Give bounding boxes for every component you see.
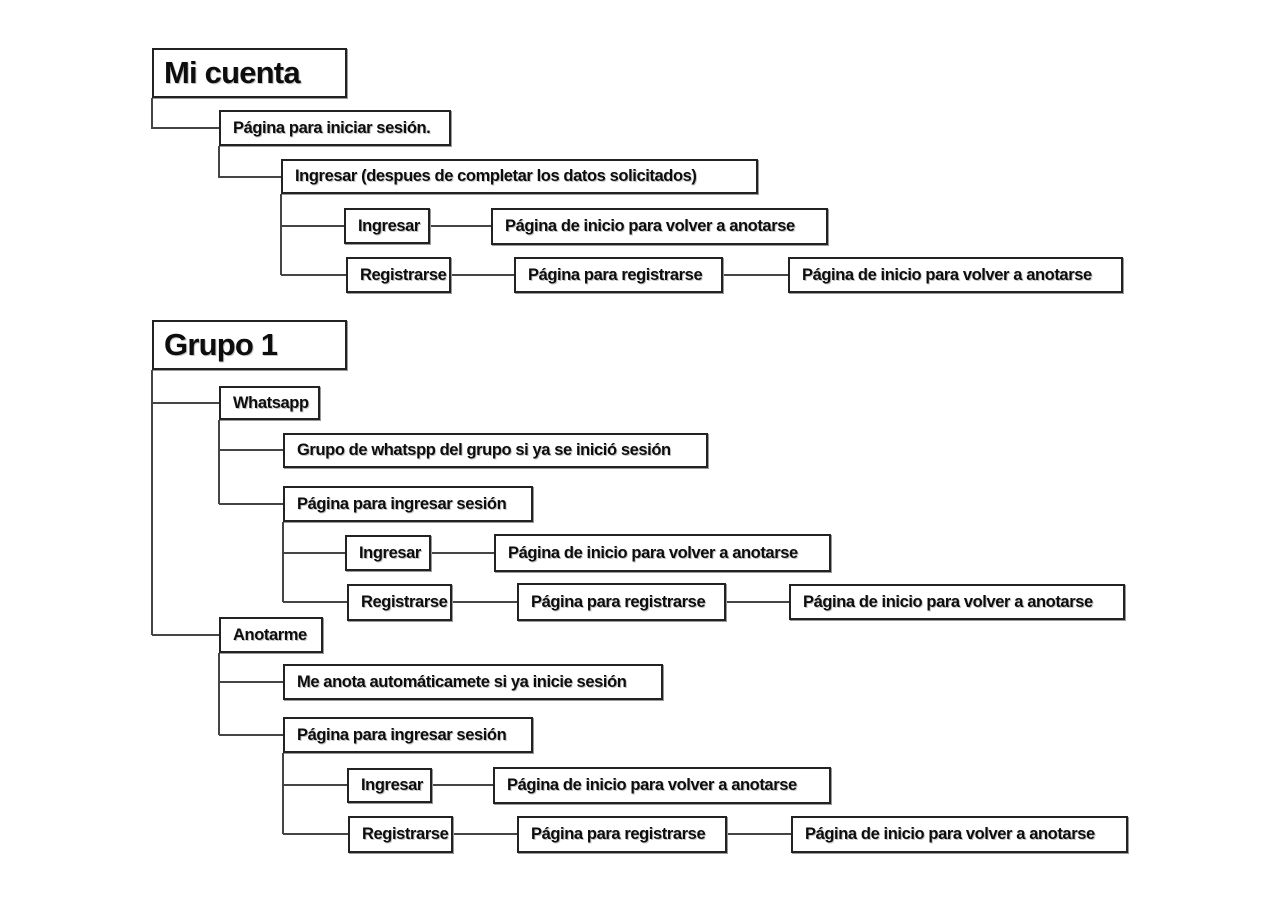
node-pagina-inicio-volver-6[interactable]: Página de inicio para volver a anotarse: [791, 816, 1128, 853]
node-pagina-registrarse-1[interactable]: Página para registrarse: [514, 257, 723, 293]
node-pagina-iniciar-sesion[interactable]: Página para iniciar sesión.: [219, 110, 451, 146]
node-pagina-inicio-volver-3[interactable]: Página de inicio para volver a anotarse: [494, 534, 831, 572]
node-title-grupo-1[interactable]: Grupo 1: [152, 320, 347, 370]
node-pagina-inicio-volver-4[interactable]: Página de inicio para volver a anotarse: [789, 584, 1125, 620]
node-pagina-ingresar-sesion-2[interactable]: Página para ingresar sesión: [283, 717, 533, 753]
node-ingresar-completar-datos[interactable]: Ingresar (despues de completar los datos…: [281, 159, 758, 194]
connector: [282, 522, 347, 603]
connector: [282, 753, 348, 835]
node-pagina-registrarse-2[interactable]: Página para registrarse: [517, 583, 726, 621]
node-grupo-whatsapp-sesion[interactable]: Grupo de whatspp del grupo si ya se inic…: [283, 433, 708, 468]
connector: [151, 370, 219, 636]
node-registrarse-1[interactable]: Registrarse: [346, 257, 451, 293]
node-whatsapp[interactable]: Whatsapp: [219, 386, 320, 420]
connector: [218, 653, 283, 736]
node-title-mi-cuenta[interactable]: Mi cuenta: [152, 48, 347, 98]
node-ingresar-3[interactable]: Ingresar: [347, 768, 432, 803]
node-pagina-inicio-volver-1[interactable]: Página de inicio para volver a anotarse: [491, 208, 828, 245]
node-me-anota-automaticamente[interactable]: Me anota automáticamete si ya inicie ses…: [283, 664, 663, 700]
connector: [280, 194, 346, 276]
node-anotarme[interactable]: Anotarme: [219, 617, 323, 653]
connector: [218, 420, 283, 505]
node-pagina-ingresar-sesion-1[interactable]: Página para ingresar sesión: [283, 486, 533, 522]
connector: [151, 98, 219, 129]
node-registrarse-2[interactable]: Registrarse: [347, 584, 452, 621]
node-pagina-inicio-volver-2[interactable]: Página de inicio para volver a anotarse: [788, 257, 1123, 293]
node-pagina-inicio-volver-5[interactable]: Página de inicio para volver a anotarse: [493, 767, 831, 804]
connector: [218, 146, 281, 178]
node-registrarse-3[interactable]: Registrarse: [348, 816, 453, 853]
node-ingresar-1[interactable]: Ingresar: [344, 208, 430, 244]
node-ingresar-2[interactable]: Ingresar: [345, 535, 431, 571]
node-pagina-registrarse-3[interactable]: Página para registrarse: [517, 816, 727, 853]
